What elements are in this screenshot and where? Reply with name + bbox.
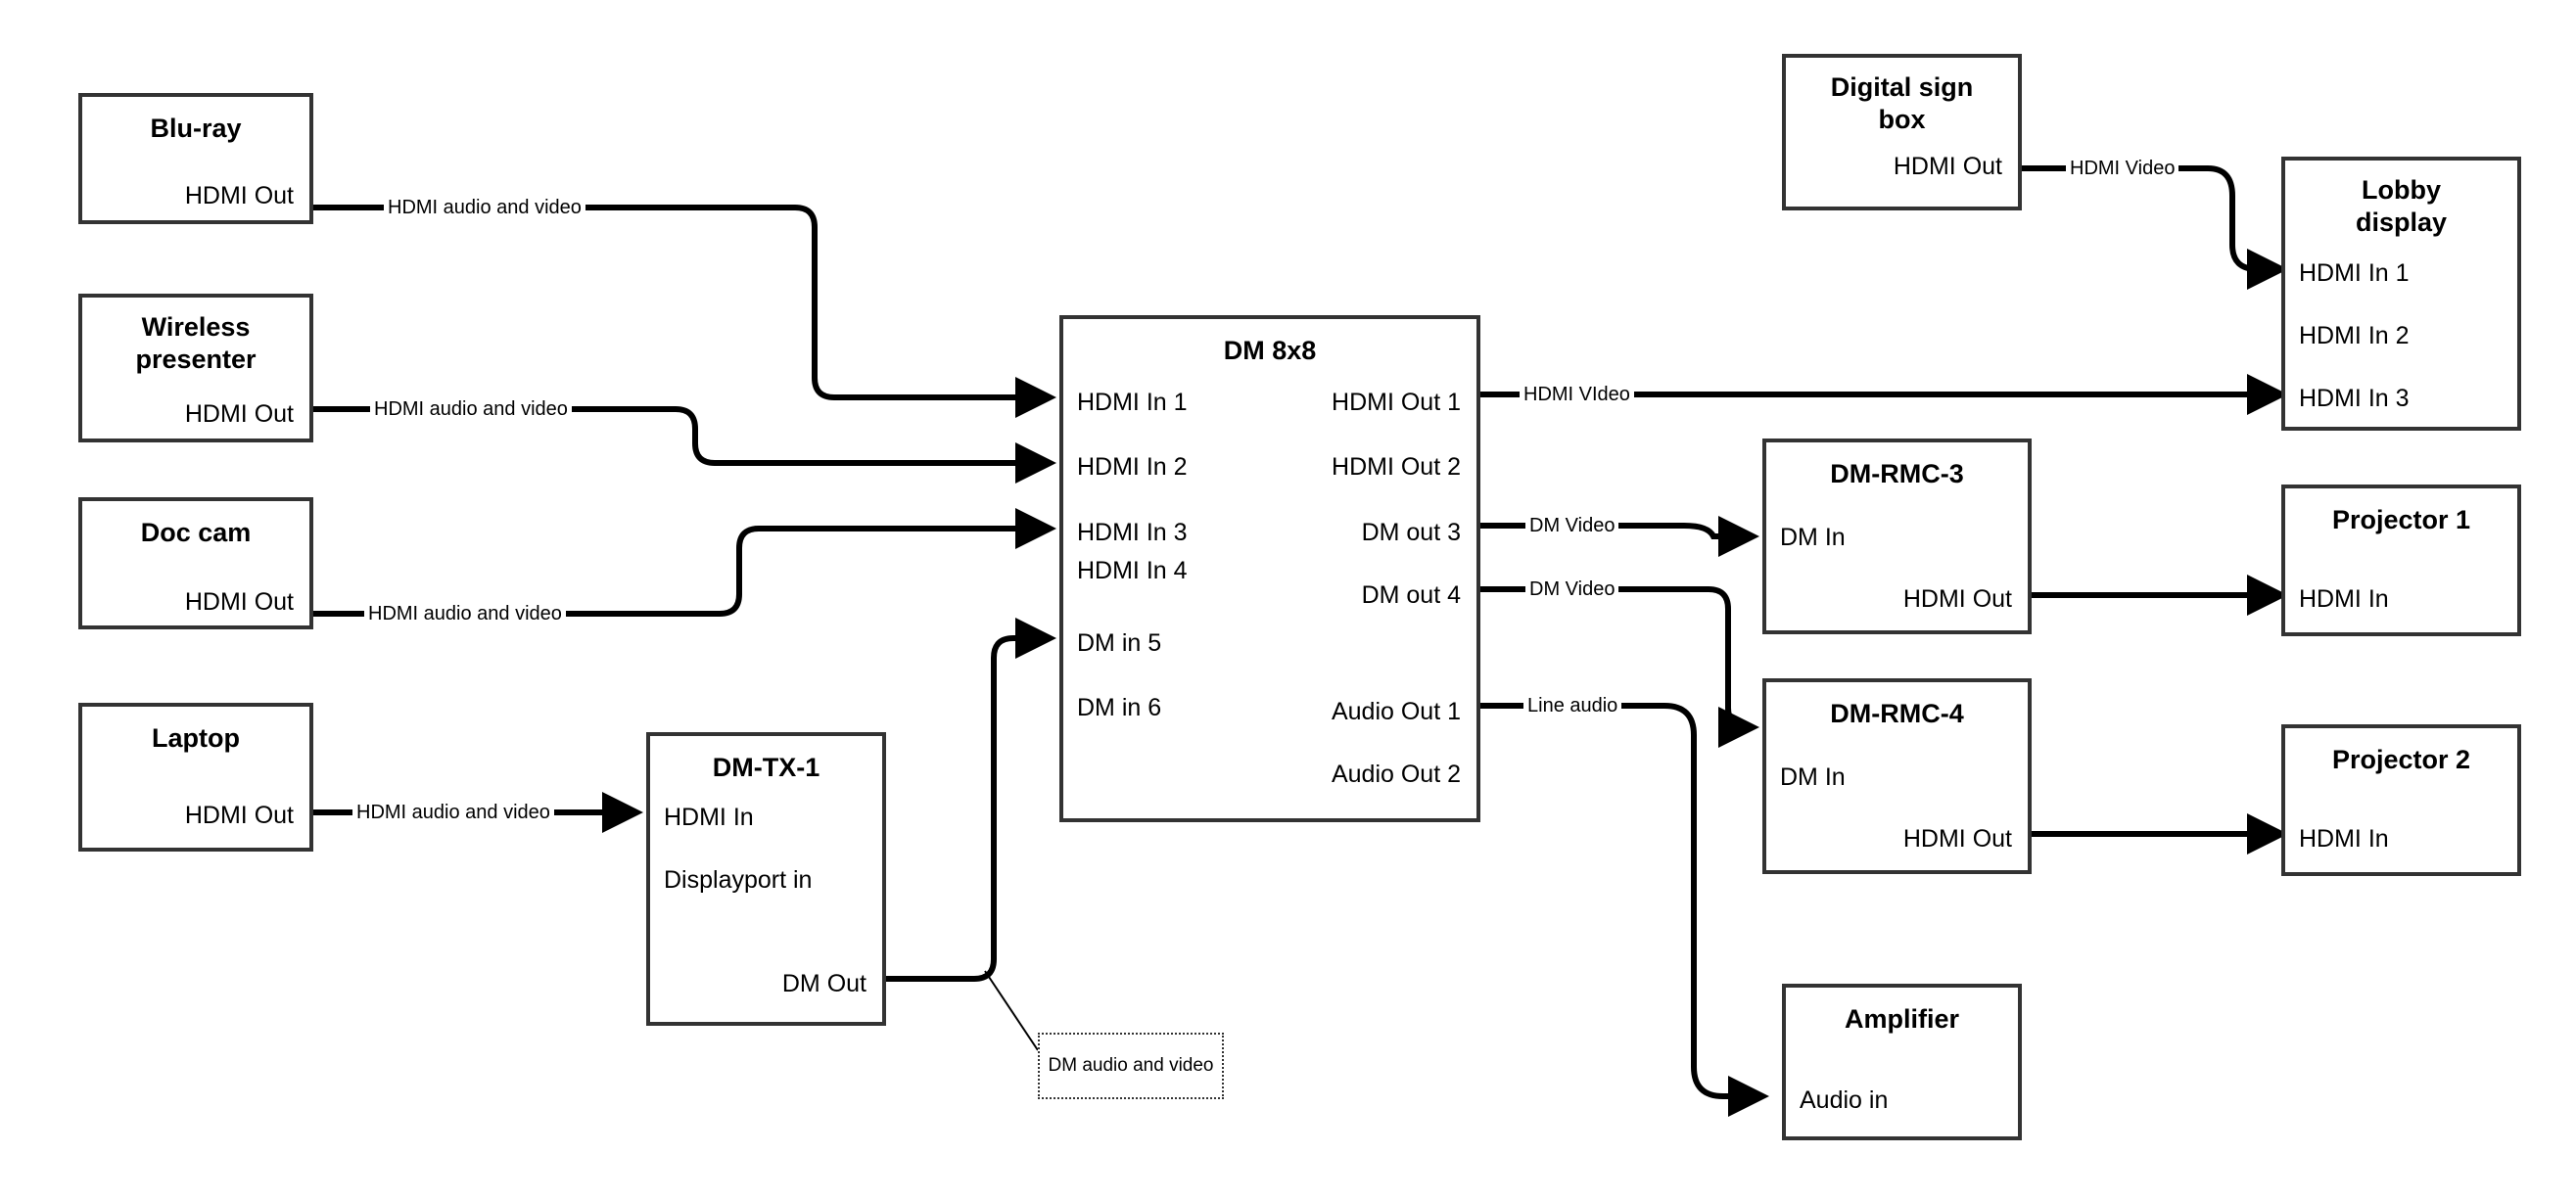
port-dmrmc4-dm-in[interactable]: DM In [1780, 763, 1846, 791]
node-dm-tx-1-title: DM-TX-1 [712, 753, 820, 782]
port-lobby-hdmi-in-3[interactable]: HDMI In 3 [2299, 385, 2410, 412]
node-projector-2-title: Projector 2 [2331, 745, 2471, 774]
port-dmtx1-dm-out[interactable]: DM Out [781, 970, 866, 997]
node-doc-cam-title: Doc cam [140, 518, 252, 547]
node-projector-1[interactable]: Projector 1 HDMI In [2281, 485, 2521, 636]
port-doccam-hdmi-out[interactable]: HDMI Out [184, 588, 294, 616]
port-dm8x8-hdmi-out-1[interactable]: HDMI Out 1 [1332, 389, 1461, 416]
node-bluray[interactable]: Blu-ray HDMI Out [78, 93, 313, 224]
node-dm-rmc-4[interactable]: DM-RMC-4 DM In HDMI Out [1762, 678, 2032, 874]
node-wireless-presenter[interactable]: Wireless presenter HDMI Out [78, 294, 313, 442]
port-dm8x8-audio-out-2[interactable]: Audio Out 2 [1331, 761, 1461, 788]
port-dmrmc3-hdmi-out[interactable]: HDMI Out [1902, 585, 2012, 613]
port-dm8x8-dm-out-3[interactable]: DM out 3 [1361, 519, 1461, 546]
port-dm8x8-hdmi-in-1[interactable]: HDMI In 1 [1077, 389, 1188, 416]
node-laptop-title: Laptop [152, 723, 240, 753]
port-dm8x8-hdmi-out-2[interactable]: HDMI Out 2 [1332, 453, 1461, 481]
wire-dmtx1-to-dm-in-5 [886, 618, 1056, 982]
wire-label-audio-out-1-to-amp: Line audio [1523, 694, 1622, 717]
wire-label-doccam-to-dm: HDMI audio and video [364, 602, 566, 625]
node-dm-8x8-title: DM 8x8 [1223, 336, 1317, 365]
port-amplifier-audio-in[interactable]: Audio in [1800, 1086, 1889, 1114]
port-dm8x8-dm-out-4[interactable]: DM out 4 [1361, 581, 1461, 609]
port-dm8x8-hdmi-in-4[interactable]: HDMI In 4 [1077, 557, 1188, 584]
node-dm-rmc-3[interactable]: DM-RMC-3 DM In HDMI Out [1762, 439, 2032, 634]
port-dm8x8-audio-out-1[interactable]: Audio Out 1 [1331, 698, 1461, 725]
wire-label-laptop-to-dmtx1: HDMI audio and video [352, 801, 554, 824]
note-dm-audio-and-video: DM audio and video [1038, 1033, 1224, 1099]
node-dm-tx-1[interactable]: DM-TX-1 HDMI In Displayport in DM Out [646, 732, 886, 1026]
port-bluray-hdmi-out[interactable]: HDMI Out [184, 182, 294, 209]
node-amplifier[interactable]: Amplifier Audio in [1782, 984, 2022, 1140]
node-projector-2[interactable]: Projector 2 HDMI In [2281, 724, 2521, 876]
node-projector-1-title: Projector 1 [2331, 505, 2471, 534]
wire-label-dm-hdmi-out-1-to-lobby: HDMI VIdeo [1520, 383, 1634, 406]
port-dm8x8-hdmi-in-3[interactable]: HDMI In 3 [1077, 519, 1188, 546]
leader-line-dm-audio-video-note [984, 970, 1039, 1051]
note-dm-audio-and-video-text: DM audio and video [1048, 1055, 1214, 1076]
wire-audio-out-1-to-amplifier [1480, 703, 1769, 1117]
port-projector2-hdmi-in[interactable]: HDMI In [2299, 825, 2389, 853]
wire-label-digitalsign-to-lobby: HDMI Video [2066, 157, 2179, 180]
port-dm8x8-dm-in-6[interactable]: DM in 6 [1077, 694, 1162, 721]
node-lobby-display[interactable]: Lobby display HDMI In 1 HDMI In 2 HDMI I… [2281, 157, 2521, 431]
node-dm-rmc-3-title: DM-RMC-3 [1830, 459, 1964, 488]
port-lobby-hdmi-in-1[interactable]: HDMI In 1 [2299, 259, 2410, 287]
node-doc-cam[interactable]: Doc cam HDMI Out [78, 497, 313, 629]
node-amplifier-title: Amplifier [1844, 1004, 1960, 1034]
wire-digitalsign-to-lobby-hdmi-in-1 [2022, 165, 2288, 290]
node-digital-sign-box[interactable]: Digital sign box HDMI Out [1782, 54, 2022, 210]
wire-doccam-to-dm-hdmi-in-3 [313, 508, 1056, 617]
wire-label-dm-out-3-to-rmc3: DM Video [1525, 514, 1619, 537]
node-lobby-display-title: Lobby display [2355, 175, 2448, 237]
wire-label-dm-out-4-to-rmc4: DM Video [1525, 577, 1619, 601]
port-lobby-hdmi-in-2[interactable]: HDMI In 2 [2299, 322, 2410, 349]
port-dm8x8-dm-in-5[interactable]: DM in 5 [1077, 629, 1162, 657]
port-projector1-hdmi-in[interactable]: HDMI In [2299, 585, 2389, 613]
port-dmrmc3-dm-in[interactable]: DM In [1780, 524, 1846, 551]
wire-bluray-to-dm-hdmi-in-1 [313, 205, 1056, 418]
port-dmtx1-hdmi-in[interactable]: HDMI In [664, 804, 754, 831]
node-dm-rmc-4-title: DM-RMC-4 [1830, 699, 1964, 728]
port-dmrmc4-hdmi-out[interactable]: HDMI Out [1902, 825, 2012, 853]
node-laptop[interactable]: Laptop HDMI Out [78, 703, 313, 852]
port-digitalsign-hdmi-out[interactable]: HDMI Out [1893, 153, 2002, 180]
port-dmtx1-displayport-in[interactable]: Displayport in [664, 866, 813, 894]
port-dm8x8-hdmi-in-2[interactable]: HDMI In 2 [1077, 453, 1188, 481]
port-laptop-hdmi-out[interactable]: HDMI Out [184, 802, 294, 829]
wire-label-wireless-to-dm: HDMI audio and video [370, 397, 572, 421]
node-dm-8x8[interactable]: DM 8x8 HDMI In 1 HDMI In 2 HDMI In 3 HDM… [1059, 315, 1480, 822]
node-wireless-presenter-title: Wireless presenter [135, 312, 257, 374]
node-digital-sign-box-title: Digital sign box [1830, 72, 1974, 134]
wire-label-bluray-to-dm: HDMI audio and video [384, 196, 585, 219]
port-wireless-hdmi-out[interactable]: HDMI Out [184, 400, 294, 428]
node-bluray-title: Blu-ray [150, 114, 242, 143]
